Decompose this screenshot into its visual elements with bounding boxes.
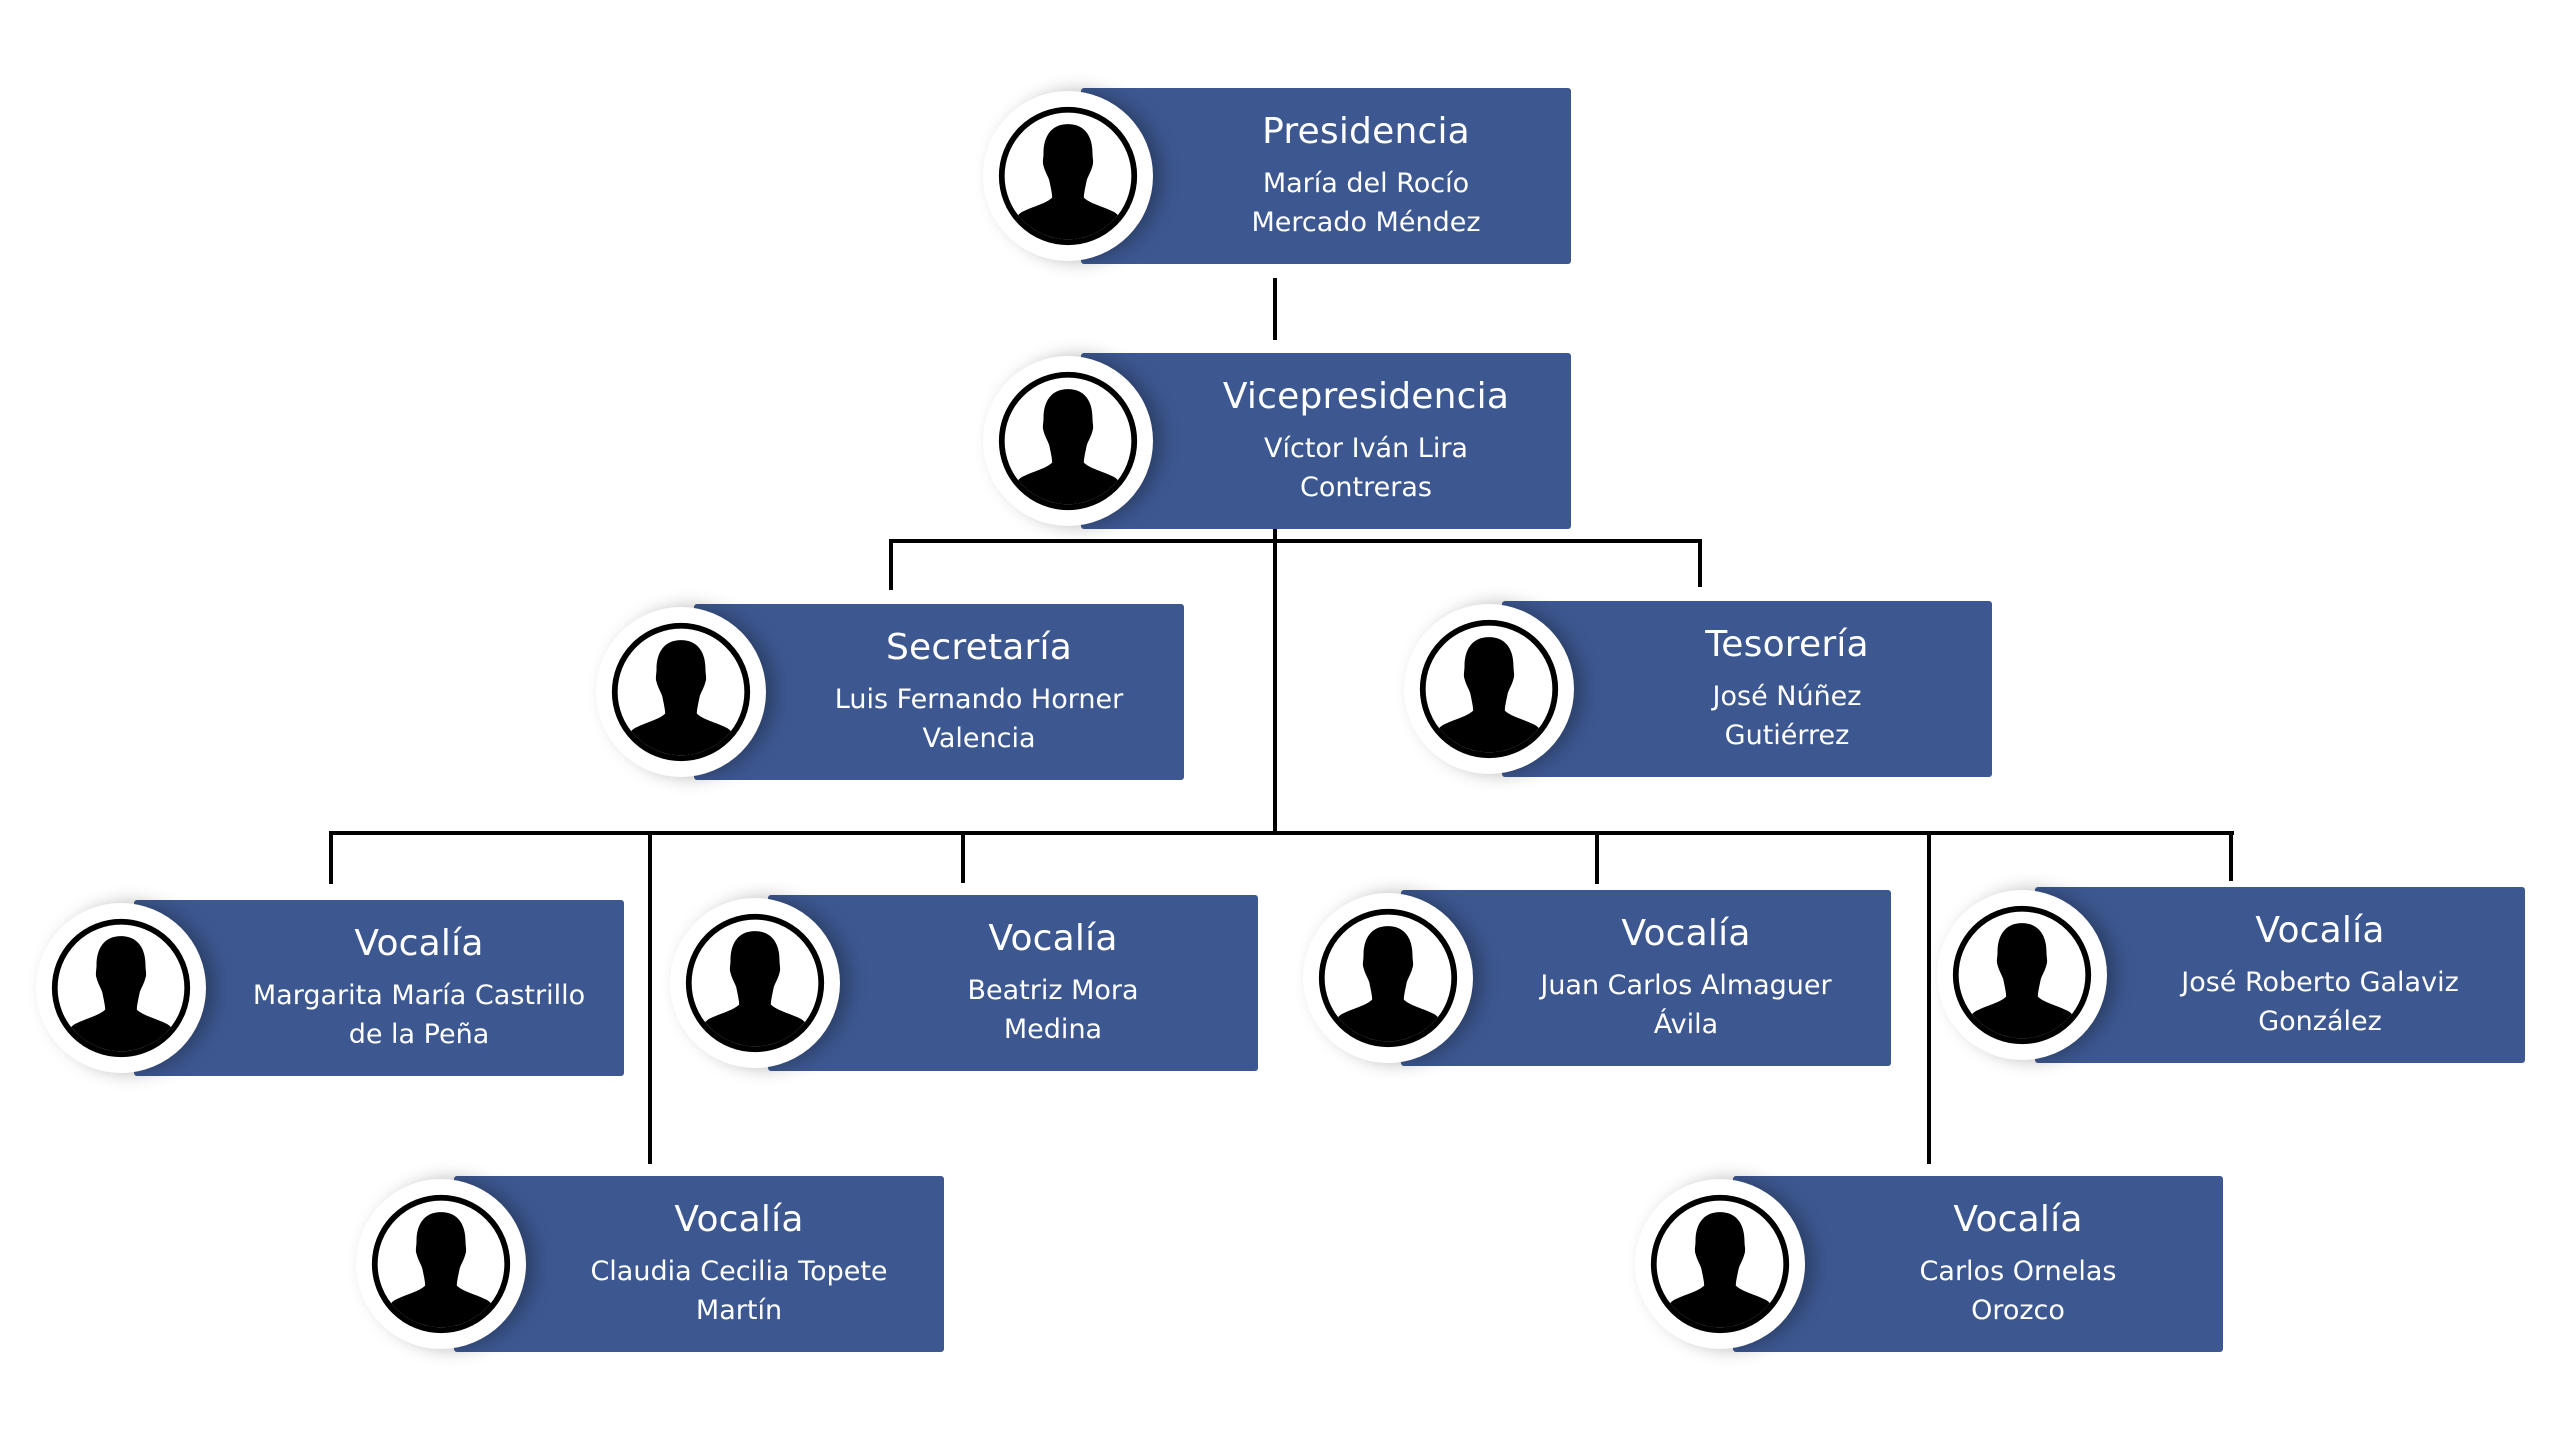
node-vocalia-6: Vocalía Carlos Ornelas Orozco xyxy=(1635,1176,2223,1352)
node-role: Vocalía xyxy=(1953,1199,2083,1240)
node-name-line: José Roberto Galaviz xyxy=(2181,967,2459,998)
node-role: Vocalía xyxy=(988,918,1118,959)
node-card xyxy=(1081,88,1571,264)
user-silhouette-icon xyxy=(996,369,1140,513)
connector-tesoreria-drop xyxy=(1698,539,1702,587)
node-card xyxy=(134,900,624,1076)
node-name-line: Medina xyxy=(1003,1014,1103,1045)
user-silhouette-icon xyxy=(1648,1192,1792,1336)
node-name-line: Mercado Méndez xyxy=(1251,207,1481,238)
node-vocalia-4: Vocalía José Roberto Galaviz González xyxy=(1937,887,2525,1063)
connector-vocalia-5-drop xyxy=(648,831,652,1164)
node-vocalia-3: Vocalía Juan Carlos Almaguer Ávila xyxy=(1303,890,1891,1066)
node-name-line: Orozco xyxy=(1971,1295,2065,1326)
connector-vocalia-3-drop xyxy=(1595,831,1599,884)
node-name-line: Contreras xyxy=(1300,472,1432,503)
avatar xyxy=(356,1179,526,1349)
node-name-line: Beatriz Mora xyxy=(967,975,1139,1006)
node-name-line: de la Peña xyxy=(348,1019,490,1050)
node-card xyxy=(694,604,1184,780)
avatar xyxy=(36,903,206,1073)
user-silhouette-icon xyxy=(1417,617,1561,761)
node-name-line: Margarita María Castrillo xyxy=(252,980,586,1011)
node-role: Tesorería xyxy=(1705,624,1869,665)
node-name-line: Valencia xyxy=(922,723,1036,754)
node-role: Vocalía xyxy=(2255,910,2385,951)
node-card xyxy=(1733,1176,2223,1352)
avatar xyxy=(1937,890,2107,1060)
node-name-line: Ávila xyxy=(1653,1009,1719,1040)
connector-secretaria-drop xyxy=(889,539,893,590)
connector-vocalias-bar xyxy=(329,831,2234,835)
node-card xyxy=(2035,887,2525,1063)
node-card xyxy=(1081,353,1571,529)
avatar xyxy=(983,91,1153,261)
connector-vocalia-2-drop xyxy=(961,831,965,883)
avatar xyxy=(983,356,1153,526)
connector-vocalia-1-drop xyxy=(329,831,333,884)
connector-vocalia-4-drop xyxy=(2229,831,2233,881)
node-name-line: Gutiérrez xyxy=(1724,720,1850,751)
node-card xyxy=(1401,890,1891,1066)
node-role: Vicepresidencia xyxy=(1222,376,1510,417)
connector-vocalia-6-drop xyxy=(1927,831,1931,1164)
node-name-line: María del Rocío xyxy=(1262,168,1470,199)
avatar xyxy=(1404,604,1574,774)
user-silhouette-icon xyxy=(1950,903,2094,1047)
node-role: Presidencia xyxy=(1262,111,1470,152)
node-name-line: Carlos Ornelas xyxy=(1919,1256,2117,1287)
node-role: Vocalía xyxy=(354,923,484,964)
user-silhouette-icon xyxy=(609,620,753,764)
avatar xyxy=(670,898,840,1068)
user-silhouette-icon xyxy=(683,911,827,1055)
node-card xyxy=(768,895,1258,1071)
node-card xyxy=(454,1176,944,1352)
node-role: Secretaría xyxy=(886,627,1072,668)
connector-presidencia-vicepresidencia xyxy=(1273,278,1277,340)
node-secretaria: Secretaría Luis Fernando Horner Valencia xyxy=(596,604,1184,780)
avatar xyxy=(596,607,766,777)
user-silhouette-icon xyxy=(996,104,1140,248)
node-role: Vocalía xyxy=(674,1199,804,1240)
node-name-line: Martín xyxy=(695,1295,783,1326)
node-presidencia: Presidencia María del Rocío Mercado Ménd… xyxy=(983,88,1571,264)
connector-main-trunk xyxy=(1273,529,1277,835)
user-silhouette-icon xyxy=(49,916,193,1060)
node-role: Vocalía xyxy=(1621,913,1751,954)
node-vocalia-5: Vocalía Claudia Cecilia Topete Martín xyxy=(356,1176,944,1352)
node-name-line: Claudia Cecilia Topete xyxy=(590,1256,888,1287)
node-name-line: Juan Carlos Almaguer xyxy=(1540,970,1832,1001)
node-vicepresidencia: Vicepresidencia Víctor Iván Lira Contrer… xyxy=(983,353,1571,529)
avatar xyxy=(1635,1179,1805,1349)
connector-officers-bar xyxy=(889,539,1702,543)
node-vocalia-1: Vocalía Margarita María Castrillo de la … xyxy=(36,900,624,1076)
node-name-line: José Núñez xyxy=(1712,681,1862,712)
avatar xyxy=(1303,893,1473,1063)
node-vocalia-2: Vocalía Beatriz Mora Medina xyxy=(670,895,1258,1071)
node-name-line: Luis Fernando Horner xyxy=(834,684,1124,715)
node-name-line: González xyxy=(2258,1006,2382,1037)
node-tesoreria: Tesorería José Núñez Gutiérrez xyxy=(1404,601,1992,777)
user-silhouette-icon xyxy=(1316,906,1460,1050)
node-card xyxy=(1502,601,1992,777)
node-name-line: Víctor Iván Lira xyxy=(1264,433,1468,464)
user-silhouette-icon xyxy=(369,1192,513,1336)
